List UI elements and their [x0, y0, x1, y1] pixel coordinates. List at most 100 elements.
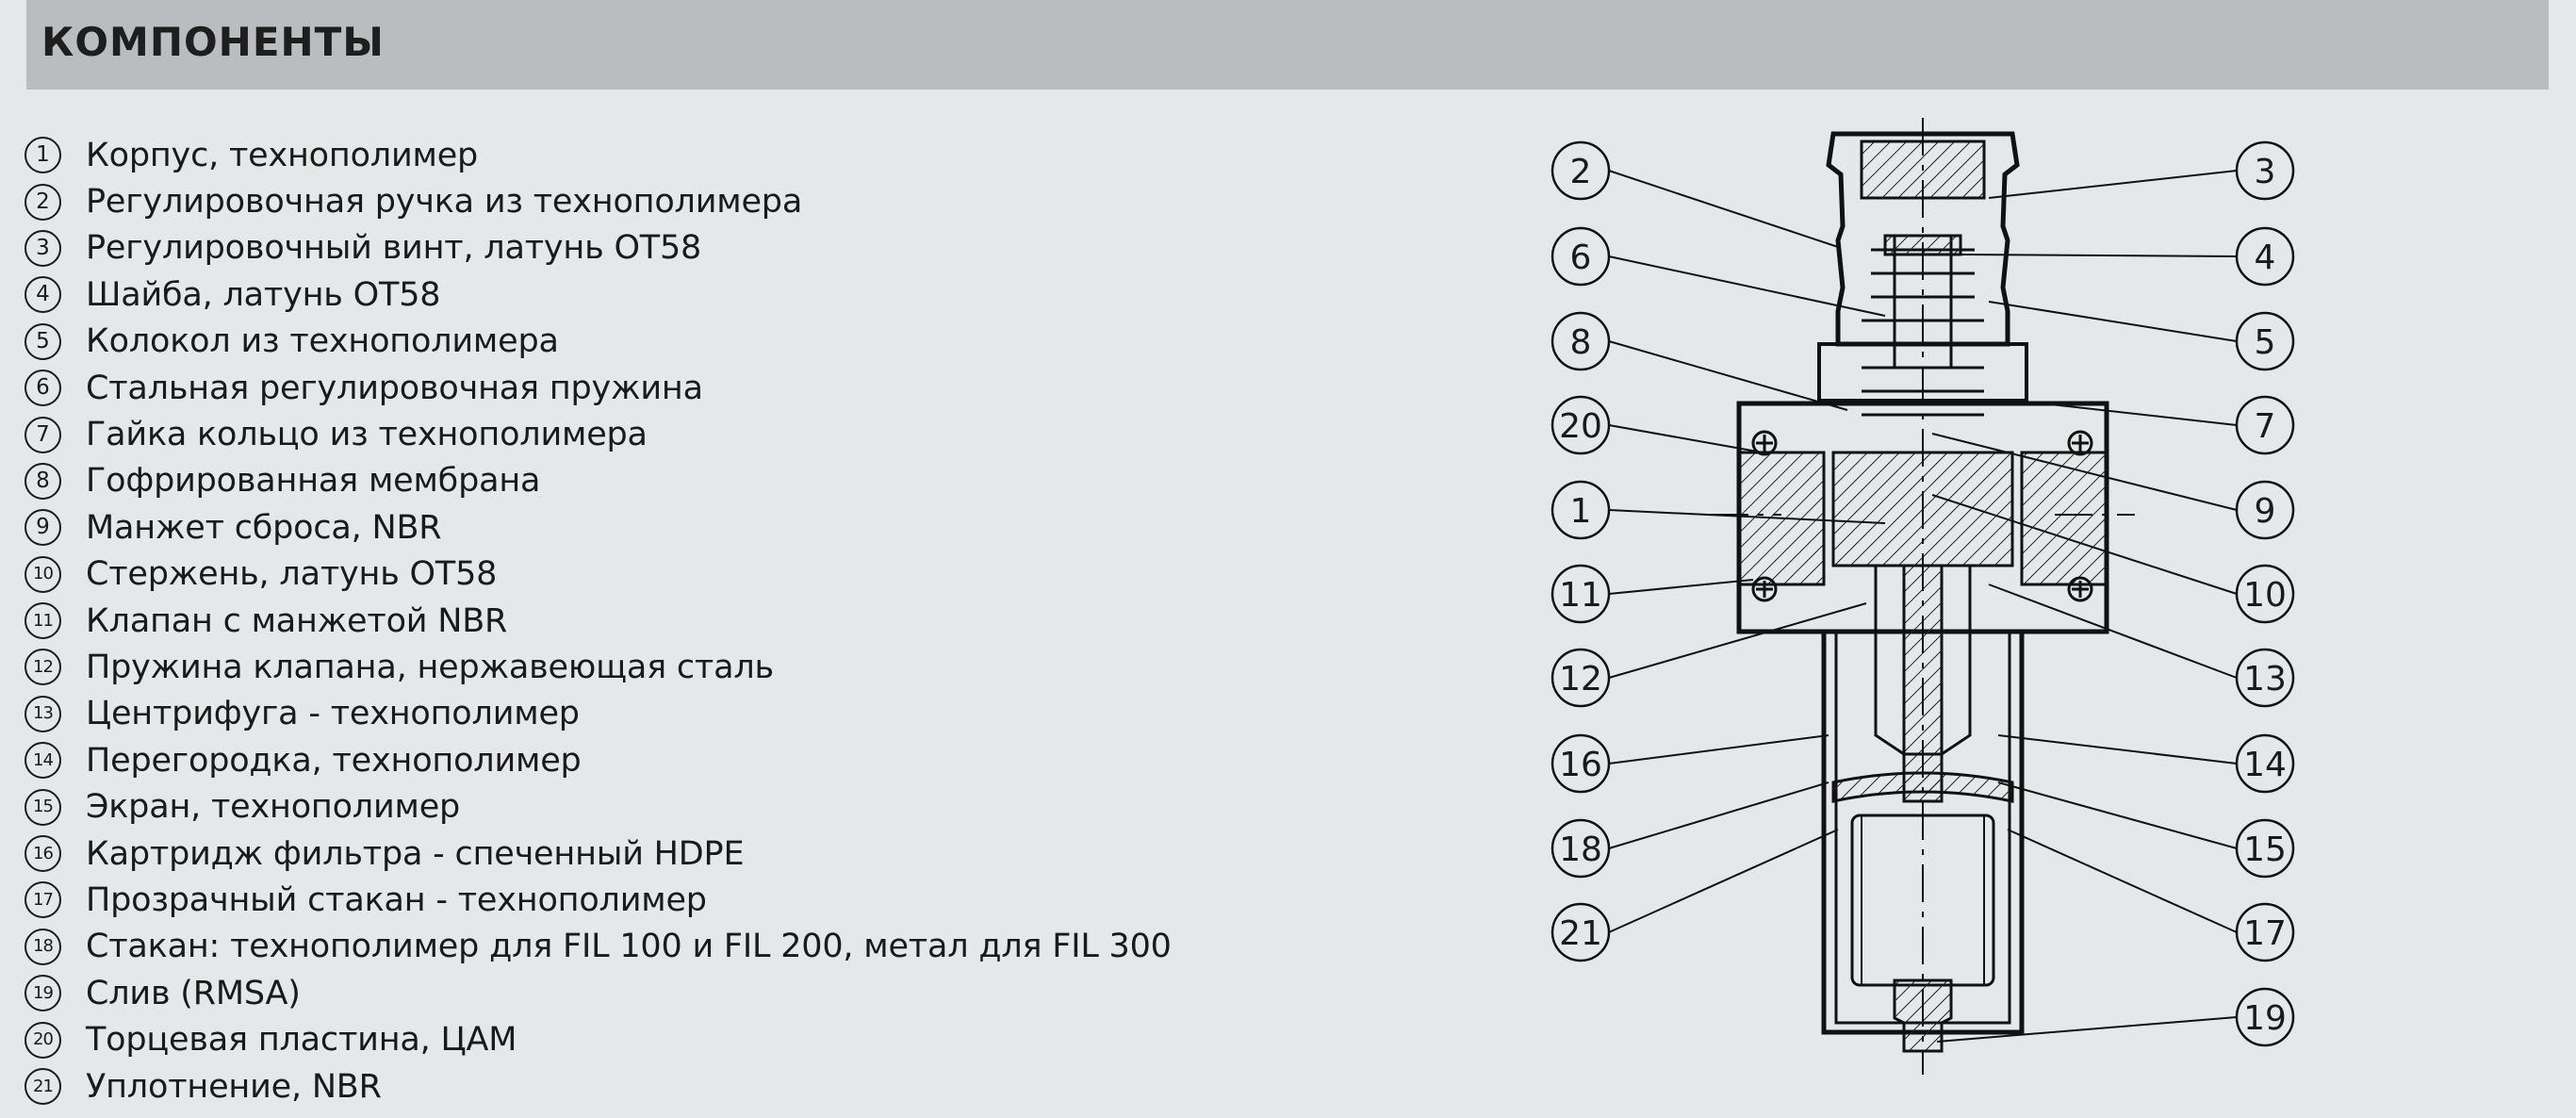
- part-label: Стержень, латунь OT58: [86, 555, 498, 594]
- part-label: Клапан с манжетой NBR: [86, 601, 508, 640]
- list-item: 11 Клапан с манжетой NBR: [25, 598, 1172, 644]
- callout-marker: 5: [2235, 311, 2295, 371]
- list-item: 5 Колокол из технополимера: [25, 319, 1172, 365]
- callout-label: 8: [1570, 323, 1592, 362]
- bowl-inner: [1834, 630, 2011, 1025]
- list-item: 16 Картридж фильтра - спеченный HDPE: [25, 830, 1172, 877]
- part-number: 14: [25, 742, 61, 780]
- callout-marker: 1: [1551, 480, 1611, 540]
- parts-list: 1 Корпус, технополимер 2 Регулировочная ру…: [25, 132, 1172, 1110]
- callout-marker: 8: [1551, 311, 1611, 371]
- part-label: Гофрированная мембрана: [86, 462, 541, 501]
- list-item: 4 Шайба, латунь OT58: [25, 271, 1172, 318]
- part-label: Манжет сброса, NBR: [86, 508, 442, 547]
- list-item: 6 Стальная регулировочная пружина: [25, 365, 1172, 411]
- callout-leaders: [1608, 170, 2238, 1043]
- part-number: 9: [25, 509, 61, 547]
- callout-marker: 12: [1551, 648, 1611, 708]
- part-label: Регулировочный винт, латунь OT58: [86, 229, 702, 268]
- part-number: 7: [25, 416, 61, 453]
- callout-marker: 10: [2235, 564, 2295, 624]
- list-item: 18 Стакан: технополимер для FIL 100 и FIL…: [25, 924, 1172, 970]
- callout-label: 16: [1559, 746, 1602, 784]
- part-label: Слив (RMSA): [86, 974, 301, 1012]
- callout-label: 9: [2255, 492, 2276, 531]
- list-item: 10 Стержень, латунь OT58: [25, 551, 1172, 598]
- callout-label: 21: [1559, 914, 1602, 953]
- part-number: 13: [25, 695, 61, 732]
- callout-marker: 18: [1551, 818, 1611, 879]
- part-number: 3: [25, 229, 61, 267]
- callout-label: 2: [1570, 153, 1592, 191]
- part-number: 16: [25, 835, 61, 873]
- part-label: Шайба, латунь OT58: [86, 275, 441, 314]
- part-label: Стакан: технополимер для FIL 100 и FIL 2…: [86, 928, 1172, 966]
- callout-label: 12: [1559, 660, 1602, 699]
- callout-label: 4: [2255, 238, 2276, 277]
- callout-marker: 4: [2235, 226, 2295, 287]
- part-label: Центрифуга - технополимер: [86, 695, 580, 733]
- callout-marker: 21: [1551, 902, 1611, 962]
- part-label: Картридж фильтра - спеченный HDPE: [86, 834, 745, 873]
- list-item: 17 Прозрачный стакан - технополимер: [25, 877, 1172, 923]
- part-label: Регулировочная ручка из технополимера: [86, 183, 803, 222]
- callout-label: 11: [1559, 576, 1602, 615]
- callout-marker: 11: [1551, 564, 1611, 624]
- callout-label: 20: [1559, 407, 1602, 446]
- callout-label: 3: [2255, 153, 2276, 191]
- list-item: 3 Регулировочный винт, латунь OT58: [25, 225, 1172, 271]
- part-number: 8: [25, 462, 61, 500]
- part-number: 18: [25, 928, 61, 965]
- part-number: 2: [25, 183, 61, 221]
- callout-label: 6: [1570, 238, 1592, 277]
- part-number: 15: [25, 788, 61, 826]
- part-label: Колокол из технополимера: [86, 322, 559, 361]
- part-label: Прозрачный стакан - технополимер: [86, 880, 707, 919]
- part-label: Гайка кольцо из технополимера: [86, 416, 648, 454]
- part-number: 4: [25, 276, 61, 314]
- cartridge-edges: [1861, 815, 1985, 985]
- callout-label: 18: [1559, 830, 1602, 869]
- part-number: 1: [25, 137, 61, 174]
- callout-marker: 7: [2235, 395, 2295, 455]
- part-number: 19: [25, 975, 61, 1012]
- part-label: Торцевая пластина, ЦАМ: [86, 1021, 517, 1060]
- callout-marker: 15: [2235, 818, 2295, 879]
- section-header: КОМПОНЕНТЫ: [26, 0, 2549, 90]
- callout-label: 19: [2243, 999, 2287, 1038]
- callout-marker: 20: [1551, 395, 1611, 455]
- callout-marker: 17: [2235, 902, 2295, 962]
- callout-marker: 16: [1551, 733, 1611, 794]
- part-number: 6: [25, 370, 61, 407]
- list-item: 14 Перегородка, технополимер: [25, 737, 1172, 783]
- callout-marker: 2: [1551, 140, 1611, 201]
- callout-marker: 6: [1551, 226, 1611, 287]
- callout-marker: 9: [2235, 480, 2295, 540]
- part-label: Стальная регулировочная пружина: [86, 369, 703, 407]
- callout-marker: 13: [2235, 648, 2295, 708]
- callout-label: 14: [2243, 746, 2287, 784]
- list-item: 13 Центрифуга - технополимер: [25, 691, 1172, 737]
- callout-marker: 19: [2235, 987, 2295, 1047]
- list-item: 15 Экран, технополимер: [25, 783, 1172, 830]
- part-label: Перегородка, технополимер: [86, 741, 582, 780]
- regulator-body: [1711, 118, 2135, 1075]
- part-number: 17: [25, 881, 61, 919]
- list-item: 1 Корпус, технополимер: [25, 132, 1172, 178]
- right-callouts: 3 4 5 7 9 10 13 14 15 17 19: [2235, 140, 2295, 1047]
- part-label: Экран, технополимер: [86, 788, 461, 827]
- callout-label: 5: [2255, 323, 2276, 362]
- part-label: Корпус, технополимер: [86, 136, 479, 174]
- part-number: 10: [25, 555, 61, 593]
- part-number: 21: [25, 1068, 61, 1105]
- list-item: 8 Гофрированная мембрана: [25, 458, 1172, 504]
- part-number: 11: [25, 602, 61, 640]
- filter-regulator-cross-section: 2 6 8 20 1 11 12 16 18 21 3 4 5 7 9 10 1…: [1551, 118, 2295, 1075]
- list-item: 9 Манжет сброса, NBR: [25, 504, 1172, 551]
- callout-label: 7: [2255, 407, 2276, 446]
- list-item: 19 Слив (RMSA): [25, 970, 1172, 1016]
- part-label: Пружина клапана, нержавеющая сталь: [86, 648, 774, 686]
- part-number: 5: [25, 322, 61, 360]
